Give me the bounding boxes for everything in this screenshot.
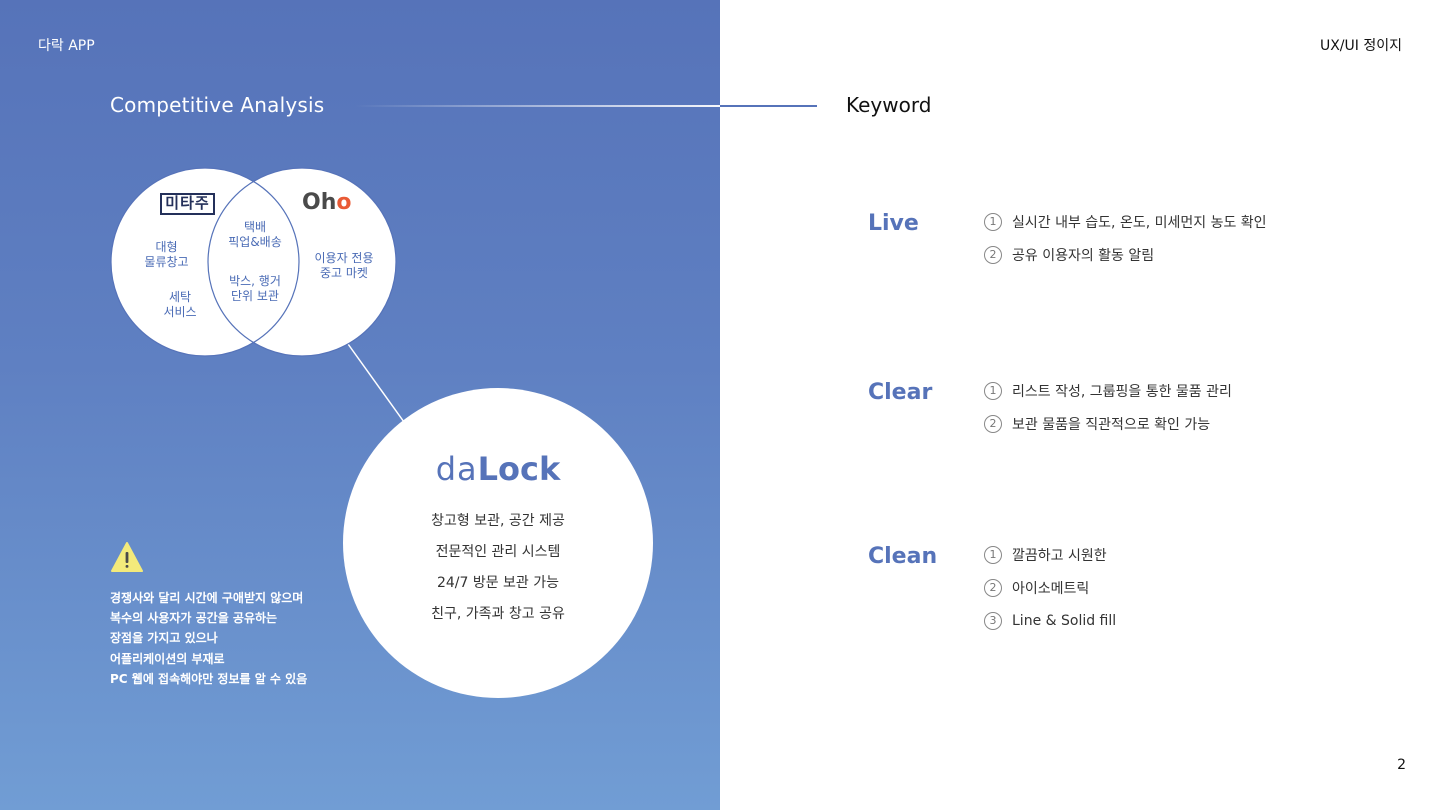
venn-circles bbox=[110, 167, 397, 357]
oho-logo: Oho bbox=[302, 190, 352, 215]
number-circle-icon: 1 bbox=[984, 381, 1002, 400]
dalock-logo: daLock bbox=[343, 450, 653, 488]
keyword-label: Clean bbox=[868, 544, 938, 569]
competitive-analysis-title: Competitive Analysis bbox=[110, 93, 325, 117]
mitaju-logo: 미타주 bbox=[160, 193, 215, 215]
keyword-item-list: 1 실시간 내부 습도, 온도, 미세먼지 농도 확인 2 공유 이용자의 활동 알… bbox=[984, 205, 1404, 271]
left-panel bbox=[0, 0, 720, 810]
keyword-item-list: 1 리스트 작성, 그룹핑을 통한 물품 관리 2 보관 물품을 직관적으로 확인 … bbox=[984, 374, 1404, 440]
project-name: UX/UI 정이지 bbox=[1319, 38, 1402, 54]
keyword-item: 1 실시간 내부 습도, 온도, 미세먼지 농도 확인 bbox=[984, 205, 1404, 238]
keyword-item: 1 깔끔하고 시원한 bbox=[984, 538, 1404, 571]
venn-circle-left-outline bbox=[110, 167, 300, 357]
dalock-logo-lock: Lock bbox=[477, 450, 561, 488]
venn-circle-right bbox=[208, 168, 396, 356]
number-circle-icon: 2 bbox=[984, 578, 1002, 597]
warning-line: 장점을 가지고 있으나 bbox=[110, 631, 218, 646]
right-panel bbox=[720, 0, 1440, 810]
venn-diagram: 미타주 Oho 대형 물류창고 세탁 서비스 택배 픽업&배송 박스, 행거 단… bbox=[105, 160, 405, 365]
keyword-item-text: 깔끔하고 시원한 bbox=[1012, 547, 1107, 564]
number-circle-icon: 1 bbox=[984, 545, 1002, 564]
number-circle-icon: 1 bbox=[984, 212, 1002, 231]
keyword-item: 2 아이소메트릭 bbox=[984, 571, 1404, 604]
venn-circle-right-outline bbox=[207, 167, 397, 357]
warning-line: 어플리케이션의 부재로 bbox=[110, 651, 225, 666]
number-circle-icon: 2 bbox=[984, 245, 1002, 264]
venn-left-item: 세탁 서비스 bbox=[163, 290, 197, 319]
warning-text: 경쟁사와 달리 시간에 구애받지 않으며 복수의 사용자가 공간을 공유하는 장… bbox=[110, 588, 307, 689]
dalock-circle: daLock 창고형 보관, 공간 제공 전문적인 관리 시스템 24/7 방문… bbox=[343, 388, 653, 698]
warning-triangle-icon bbox=[110, 541, 144, 577]
page-number: 2 bbox=[1397, 757, 1406, 773]
oho-logo-accent: o bbox=[336, 190, 352, 215]
app-name: 다락 APP bbox=[38, 38, 95, 54]
warning-line: PC 웹에 접속해야만 정보를 알 수 있음 bbox=[110, 671, 308, 686]
keyword-item: 2 보관 물품을 직관적으로 확인 가능 bbox=[984, 407, 1404, 440]
keyword-label: Clear bbox=[868, 380, 933, 405]
dalock-feature: 창고형 보관, 공간 제공 bbox=[431, 513, 565, 529]
keyword-item-text: 실시간 내부 습도, 온도, 미세먼지 농도 확인 bbox=[1012, 214, 1267, 231]
venn-overlap-item: 박스, 행거 단위 보관 bbox=[229, 274, 281, 303]
warning-line: 복수의 사용자가 공간을 공유하는 bbox=[110, 611, 278, 626]
title-divider-right bbox=[720, 105, 817, 107]
oho-logo-main: Oh bbox=[302, 190, 337, 215]
number-circle-icon: 3 bbox=[984, 611, 1002, 630]
keyword-item: 3 Line & Solid fill bbox=[984, 604, 1404, 637]
dalock-feature: 친구, 가족과 창고 공유 bbox=[431, 606, 565, 622]
keyword-item: 1 리스트 작성, 그룹핑을 통한 물품 관리 bbox=[984, 374, 1404, 407]
venn-connector-line bbox=[0, 0, 720, 810]
dalock-feature: 24/7 방문 보관 가능 bbox=[436, 575, 560, 591]
warning-line: 경쟁사와 달리 시간에 구애받지 않으며 bbox=[110, 591, 304, 605]
keyword-item-text: 보관 물품을 직관적으로 확인 가능 bbox=[1012, 416, 1211, 433]
title-divider-left bbox=[355, 105, 720, 107]
keyword-item-text: 아이소메트릭 bbox=[1012, 580, 1090, 597]
dalock-feature: 전문적인 관리 시스템 bbox=[435, 544, 561, 560]
keyword-item: 2 공유 이용자의 활동 알림 bbox=[984, 238, 1404, 271]
keyword-item-text: 공유 이용자의 활동 알림 bbox=[1012, 247, 1155, 264]
keyword-title: Keyword bbox=[846, 93, 932, 117]
dalock-logo-da: da bbox=[435, 450, 478, 488]
venn-right-item: 이용자 전용 중고 마켓 bbox=[314, 251, 374, 280]
keyword-item-list: 1 깔끔하고 시원한 2 아이소메트릭 3 Line & Solid fill bbox=[984, 538, 1404, 637]
keyword-label: Live bbox=[868, 211, 919, 236]
venn-overlap-item: 택배 픽업&배송 bbox=[228, 220, 282, 249]
dalock-feature-list: 창고형 보관, 공간 제공 전문적인 관리 시스템 24/7 방문 보관 가능 … bbox=[343, 506, 653, 630]
number-circle-icon: 2 bbox=[984, 414, 1002, 433]
keyword-item-text: Line & Solid fill bbox=[1012, 612, 1117, 629]
keyword-item-text: 리스트 작성, 그룹핑을 통한 물품 관리 bbox=[1012, 383, 1232, 400]
venn-left-item: 대형 물류창고 bbox=[144, 240, 189, 269]
